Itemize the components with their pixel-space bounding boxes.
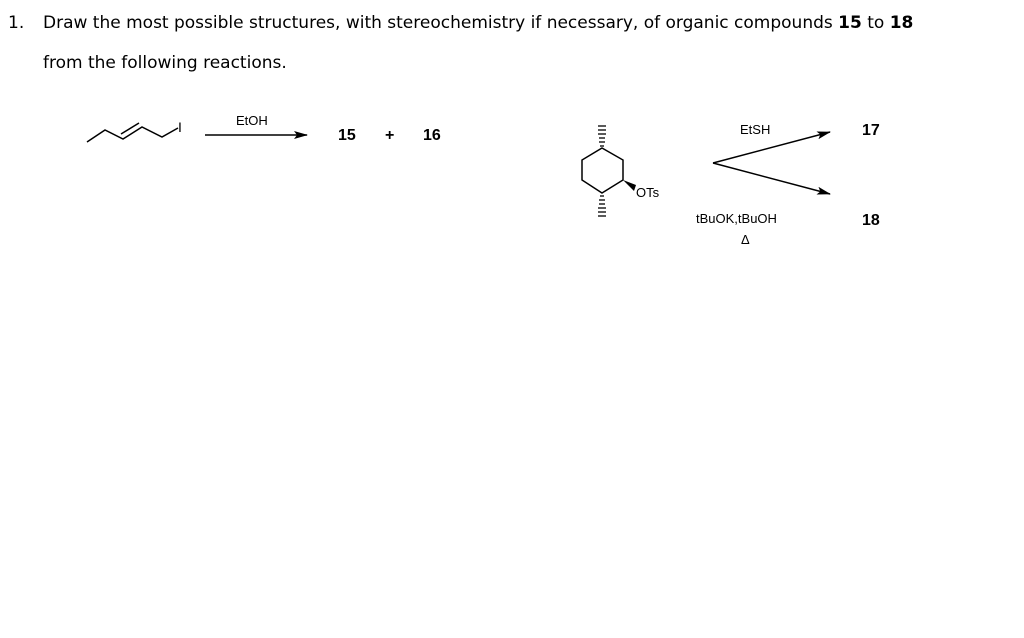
reagent-etsh: EtSH: [740, 122, 771, 137]
product-18: 18: [862, 212, 880, 229]
compound-ref-18: 18: [889, 13, 914, 33]
question-text-part: to: [861, 13, 890, 33]
wedge-bond: [623, 180, 636, 191]
iodo-butene-structure: [86, 122, 179, 143]
question-text-part: Draw the most possible structures, with …: [43, 13, 839, 33]
dimethylcyclohexyl-tosylate-structure: [581, 147, 624, 194]
hashed-bond-bottom: [598, 195, 606, 217]
product-16: 16: [423, 127, 441, 144]
compound-ref-15: 15: [838, 13, 862, 33]
ots-group: OTs: [636, 185, 660, 200]
reaction-arrow-bottom: [712, 162, 831, 195]
reaction-arrow-top: [712, 131, 831, 164]
question-number: 1.: [8, 13, 25, 33]
reagent-tbuok-tbuoh: tBuOK,tBuOH: [696, 211, 777, 226]
iodine-atom: I: [178, 119, 182, 135]
product-15: 15: [338, 127, 356, 144]
heat-symbol: Δ: [741, 232, 750, 247]
plus-sign: +: [385, 127, 395, 144]
question-text: Draw the most possible structures, with …: [43, 13, 913, 33]
reagent-etoh: EtOH: [236, 113, 268, 128]
question-text-line2: from the following reactions.: [43, 53, 287, 73]
product-17: 17: [862, 122, 880, 139]
hashed-bond-top: [598, 125, 606, 147]
